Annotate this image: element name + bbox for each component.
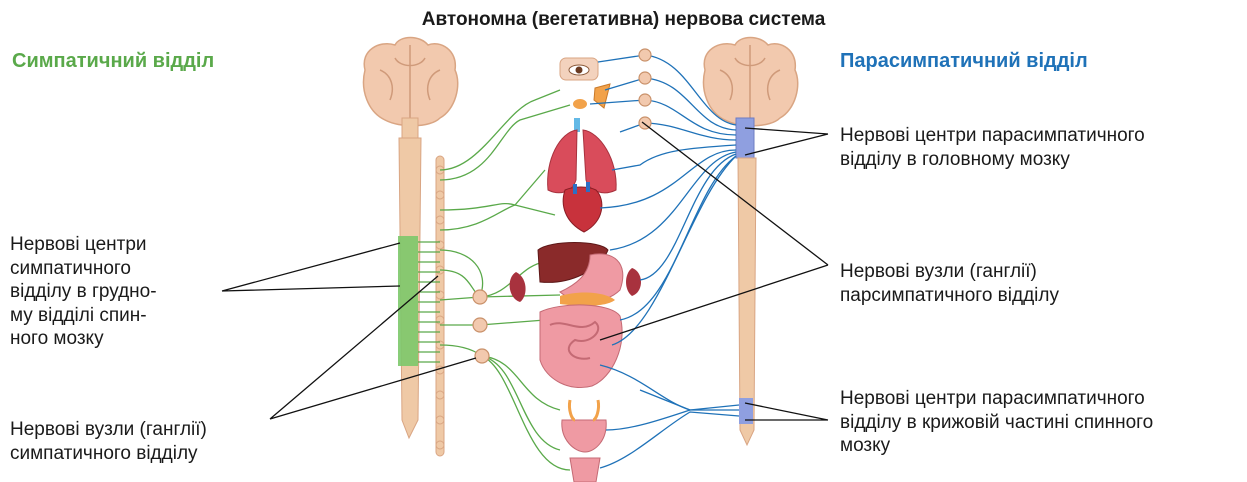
intestines-icon xyxy=(540,305,622,388)
label-para-brain-centers: Нервові центри парасимпатичного відділу … xyxy=(840,124,1145,171)
label-para-sacral-centers: Нервові центри парасимпатичного відділу … xyxy=(840,387,1153,458)
left-brain xyxy=(364,38,458,141)
sympathetic-chain xyxy=(436,156,444,456)
right-brain xyxy=(704,38,798,159)
salivary-gland-icon xyxy=(594,84,610,108)
parasympathetic-heading: Парасимпатичний відділ xyxy=(840,50,1088,73)
sympathetic-heading: Симпатичний відділ xyxy=(12,50,214,73)
label-para-ganglia: Нервові вузли (ганглії) парсимпатичного … xyxy=(840,260,1059,307)
genitals-icon xyxy=(570,458,600,482)
label-symp-ganglia: Нервові вузли (ганглії) симпатичного від… xyxy=(10,418,207,465)
label-symp-centers: Нервові центри симпатичного відділу в гр… xyxy=(10,233,157,351)
right-spinal-cord xyxy=(738,158,756,445)
diagram-title: Автономна (вегетативна) нервова система xyxy=(0,9,1247,31)
bladder-icon xyxy=(562,420,606,452)
left-spinal-cord xyxy=(398,138,421,438)
para-brain-centers xyxy=(736,118,754,158)
para-ganglia xyxy=(639,49,651,129)
lungs-icon xyxy=(548,130,617,193)
kidney-icon xyxy=(510,272,526,302)
organs xyxy=(510,58,641,482)
heart-icon xyxy=(563,187,602,232)
